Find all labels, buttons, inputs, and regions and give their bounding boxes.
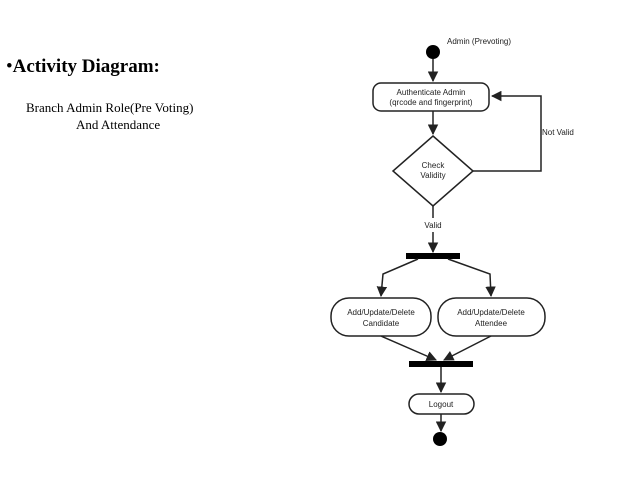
title-bullet: •: [6, 56, 13, 77]
start-label: Admin (Prevoting): [447, 37, 511, 46]
edge-fork-to-candidate: [376, 258, 419, 298]
authenticate-label-line-2: (qrcode and fingerprint): [389, 98, 472, 107]
authenticate-admin-node: [372, 82, 490, 112]
attendee-label-line-1: Add/Update/Delete: [457, 308, 525, 317]
slide-subtitle: Branch Admin Role(Pre Voting) And Attend…: [26, 99, 193, 133]
subtitle-line-2: And Attendance: [76, 117, 161, 132]
edge-candidate-to-join: [380, 335, 437, 362]
title-text: Activity Diagram:: [12, 56, 160, 77]
end-node: [433, 432, 447, 446]
subtitle-line-1: Branch Admin Role(Pre Voting): [26, 100, 194, 115]
candidate-label-line-1: Add/Update/Delete: [347, 308, 415, 317]
edge-attendee-to-join: [443, 335, 492, 361]
slide-title: •Activity Diagram:: [6, 56, 160, 78]
edge-not-valid-loop: [473, 90, 542, 172]
attendee-activity-node: [437, 297, 546, 337]
fork-bar: [406, 253, 460, 259]
start-node: [426, 45, 440, 59]
check-label-line-2: Validity: [420, 171, 445, 180]
not-valid-label: Not Valid: [542, 128, 574, 137]
candidate-label-line-2: Candidate: [363, 319, 400, 328]
edge-fork-to-attendee: [447, 258, 496, 298]
check-label-line-1: Check: [422, 161, 446, 170]
logout-label: Logout: [429, 400, 454, 409]
candidate-activity-node: [330, 297, 432, 337]
authenticate-label-line-1: Authenticate Admin: [397, 88, 466, 97]
join-bar: [409, 361, 473, 367]
attendee-label-line-2: Attendee: [475, 319, 508, 328]
valid-label: Valid: [424, 221, 441, 230]
